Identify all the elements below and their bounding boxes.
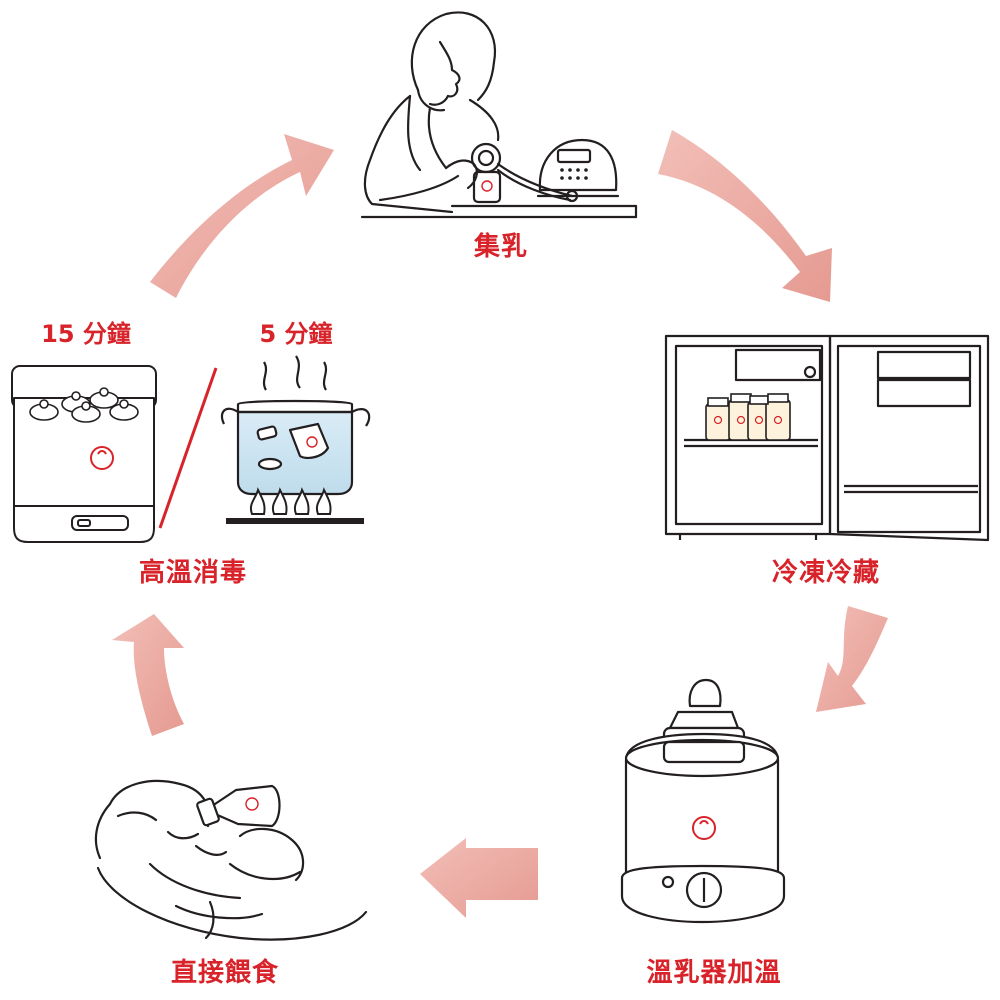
arrow-feed-to-sterilize <box>112 614 184 736</box>
step-warm-label: 溫乳器加溫 <box>646 958 782 988</box>
arrow-collect-to-store <box>658 130 832 302</box>
step-store-label: 冷凍冷藏 <box>771 558 881 588</box>
baby-feeding-illustration <box>94 779 368 941</box>
step-feed-label: 直接餵食 <box>170 958 280 988</box>
arrow-store-to-warm <box>816 606 888 712</box>
fridge-milk-bottles <box>705 393 791 441</box>
bottle-logo-pump <box>481 180 493 192</box>
feeding-bottle-logo <box>245 797 259 811</box>
fridge-illustration <box>664 334 990 542</box>
sterilizer-logo <box>90 446 114 470</box>
cycle-arrows <box>112 130 888 918</box>
step-sterilize-label: 高溫消毒 <box>138 558 248 588</box>
warmer-illustration <box>620 678 786 924</box>
arrow-warm-to-feed <box>420 838 538 918</box>
pot-bottle-logo <box>306 436 318 448</box>
warmer-logo <box>692 816 716 840</box>
boiling-pot-illustration <box>220 355 371 496</box>
steamer-time-label: 15 分鐘 <box>41 320 131 348</box>
pumping-illustration <box>360 11 638 219</box>
stove-top <box>226 518 364 524</box>
sterilizer-bottles <box>29 387 139 423</box>
boil-time-label: 5 分鐘 <box>259 320 333 348</box>
steam-sterilizer-illustration <box>11 365 157 543</box>
stove-flames <box>249 487 332 515</box>
step-collect-label: 集乳 <box>473 232 529 262</box>
pump-buttons <box>560 168 588 180</box>
arrow-sterilize-to-collect <box>150 134 334 298</box>
sterilize-options-divider <box>158 367 218 529</box>
